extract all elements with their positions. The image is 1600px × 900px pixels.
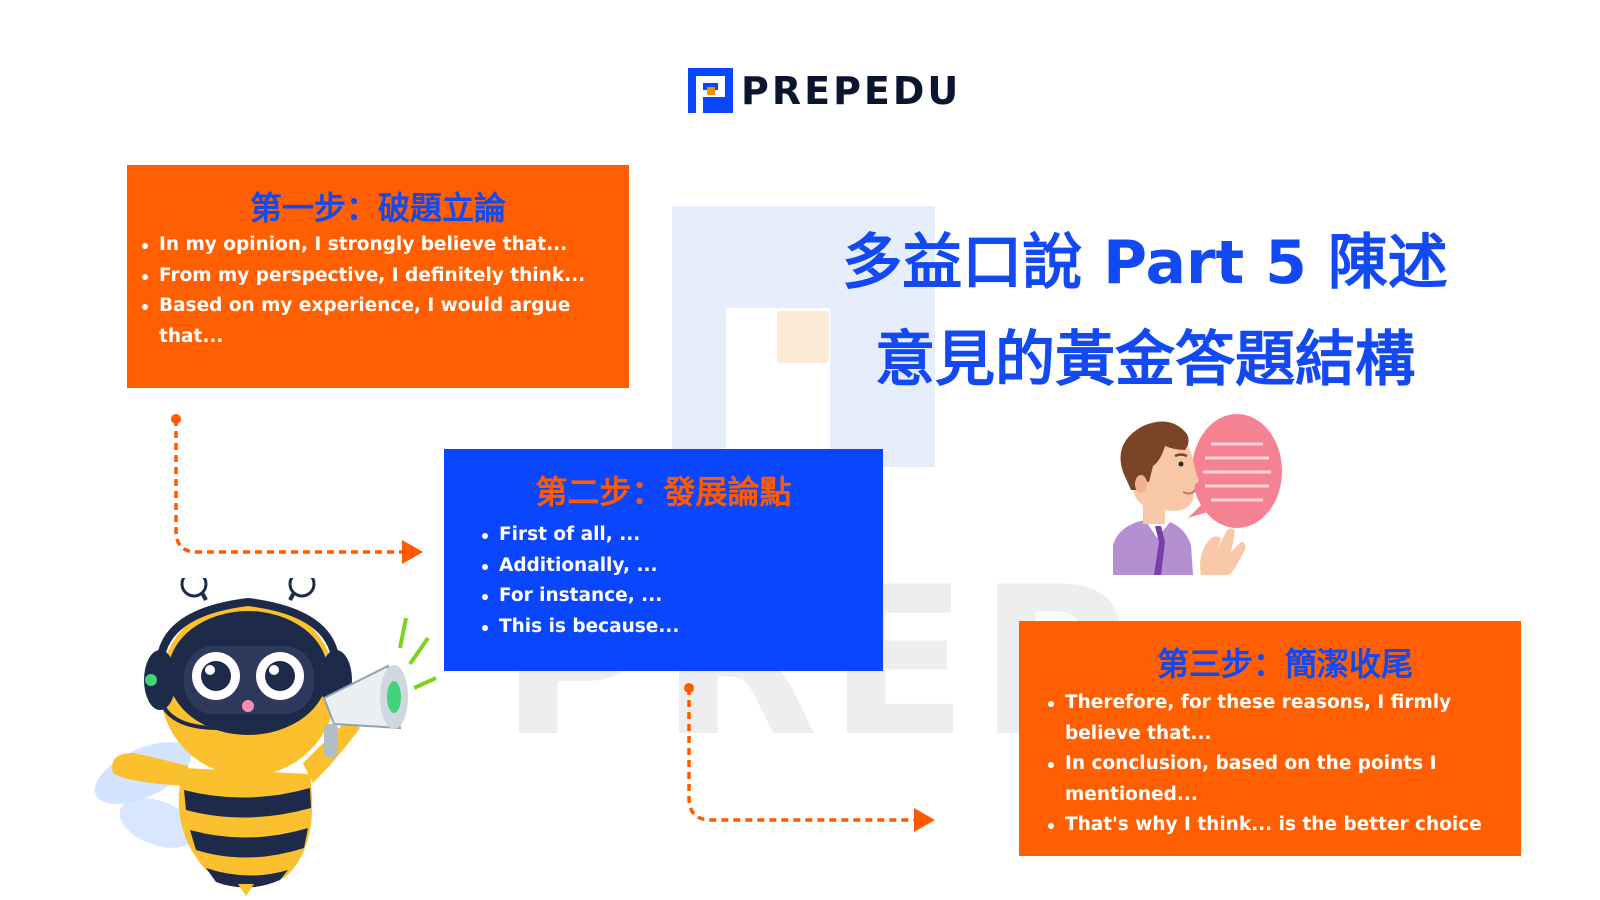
arrow-step2-to-step3 <box>684 683 935 832</box>
list-item: In conclusion, based on the points I men… <box>1045 749 1507 810</box>
step-1-list: In my opinion, I strongly believe that..… <box>127 230 629 352</box>
step-1-box: 第一步：破題立論 In my opinion, I strongly belie… <box>127 165 629 388</box>
step-3-list: Therefore, for these reasons, I firmly b… <box>1019 688 1521 841</box>
speaking-person-icon <box>1113 414 1282 575</box>
list-item: That's why I think... is the better choi… <box>1045 810 1507 841</box>
headline: 多益口說 Part 5 陳述 意見的黃金答題結構 <box>820 215 1470 409</box>
step-1-title: 第一步：破題立論 <box>249 189 506 227</box>
step-3-title: 第三步：簡潔收尾 <box>1156 645 1413 683</box>
list-item: From my perspective, I definitely think.… <box>139 261 607 292</box>
list-item: Based on my experience, I would argue th… <box>139 291 607 352</box>
step-2-box: 第二步：發展論點 First of all, ... Additionally,… <box>444 449 883 671</box>
step-2-title: 第二步：發展論點 <box>535 473 792 511</box>
prep-logo-icon <box>688 68 733 113</box>
prepedu-logo: PREPEDU <box>688 68 961 113</box>
logo-text: PREPEDU <box>741 68 962 113</box>
bee-mascot-icon <box>94 578 437 896</box>
list-item: For instance, ... <box>479 581 883 612</box>
list-item: First of all, ... <box>479 520 883 551</box>
list-item: Additionally, ... <box>479 551 883 582</box>
headline-line-2: 意見的黃金答題結構 <box>875 325 1415 395</box>
list-item: This is because... <box>479 612 883 643</box>
list-item: In my opinion, I strongly believe that..… <box>139 230 607 261</box>
list-item: Therefore, for these reasons, I firmly b… <box>1045 688 1507 749</box>
step-3-box: 第三步：簡潔收尾 Therefore, for these reasons, I… <box>1019 621 1521 856</box>
headline-line-1: 多益口說 Part 5 陳述 <box>842 228 1448 298</box>
arrow-step1-to-step2 <box>171 414 423 564</box>
step-2-list: First of all, ... Additionally, ... For … <box>444 520 883 642</box>
